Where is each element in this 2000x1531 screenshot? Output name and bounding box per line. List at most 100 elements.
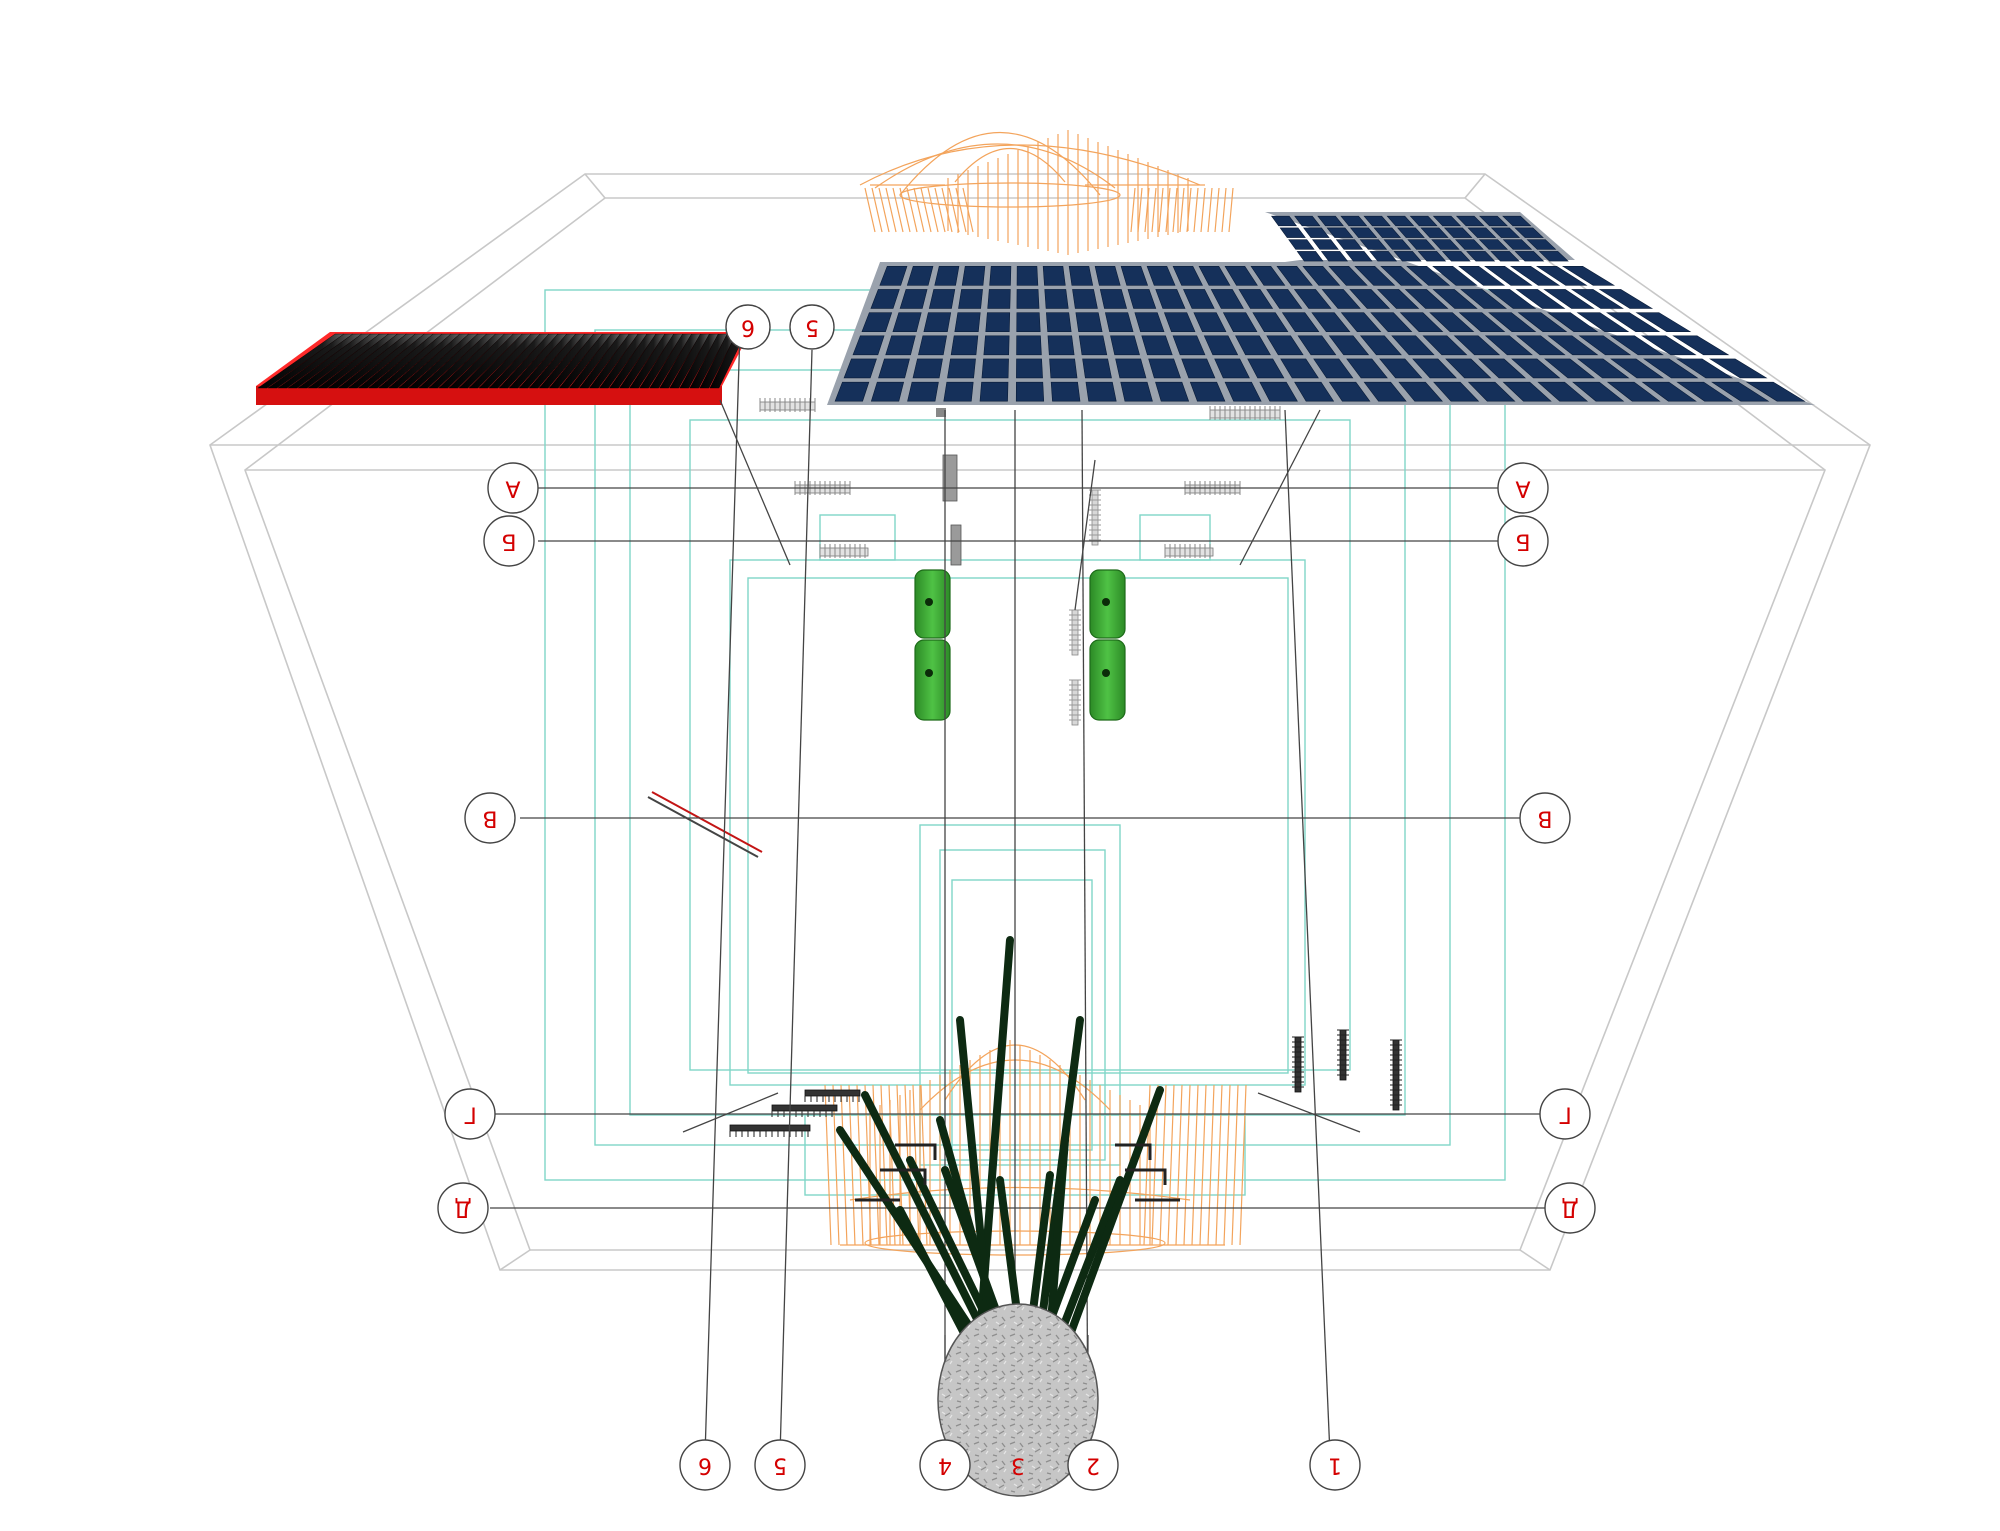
plant-stalk <box>1046 1136 1069 1339</box>
water-tanks <box>914 569 1126 721</box>
solar-cell <box>843 358 877 379</box>
solar-cell <box>1453 335 1501 356</box>
horizontal-rack <box>804 1089 861 1102</box>
solar-cell <box>1340 215 1368 227</box>
solar-cell <box>1350 227 1378 238</box>
solar-cell <box>1396 227 1425 238</box>
vertical-rack <box>1069 609 1081 656</box>
callout-label: 1 <box>1328 1453 1342 1478</box>
vertical-rack <box>1390 1039 1402 1111</box>
heat-collector <box>256 332 750 405</box>
solar-cell <box>1183 289 1215 309</box>
solar-cell <box>1252 312 1289 332</box>
solar-cell <box>1082 358 1112 379</box>
solar-cell <box>870 289 900 309</box>
solar-cell <box>1429 312 1475 332</box>
solar-cell <box>983 335 1010 356</box>
leader-line-tank <box>1074 459 1096 611</box>
solar-cell <box>1606 381 1661 402</box>
solar-cell <box>1709 358 1768 379</box>
solar-cell <box>1570 289 1624 309</box>
solar-cell <box>1373 227 1402 238</box>
solar-cell <box>878 358 910 379</box>
callout-1-bottom: 1 <box>1309 1439 1361 1491</box>
solar-cell <box>923 312 952 332</box>
inner-outline-5 <box>729 559 1306 1086</box>
solar-cell <box>1163 312 1196 332</box>
solar-cell <box>1354 266 1396 286</box>
solar-cell <box>1478 358 1526 379</box>
solar-cell <box>1379 358 1423 379</box>
solar-cell <box>1335 239 1364 250</box>
inner-outline-4 <box>689 419 1351 1071</box>
solar-cell <box>1172 266 1203 286</box>
callout-label: 4 <box>938 1453 952 1478</box>
solar-cell <box>1538 251 1569 262</box>
solar-cell <box>1454 239 1484 250</box>
solar-cell <box>1078 335 1108 356</box>
solar-cell <box>1643 358 1699 379</box>
solar-cell <box>1422 335 1468 356</box>
solar-cell <box>1369 251 1398 262</box>
callout-B-left: Б <box>483 515 535 567</box>
leader-line-g-left <box>682 1092 779 1133</box>
solar-cell <box>912 358 943 379</box>
solar-cell <box>1359 239 1388 250</box>
inner-outline-3 <box>629 369 1406 1116</box>
solar-cell <box>1467 227 1497 238</box>
solar-cell <box>934 266 960 286</box>
solar-cell <box>943 381 974 402</box>
solar-cell <box>1148 358 1181 379</box>
solar-cell <box>1155 289 1186 309</box>
fixtures <box>729 398 1402 1137</box>
callout-label: 6 <box>741 315 755 340</box>
callout-3-bottom: 3 <box>1011 1453 1025 1478</box>
callout-label: 5 <box>773 1453 787 1478</box>
solar-cell <box>950 335 979 356</box>
solar-cell <box>1547 335 1599 356</box>
water-tank-right <box>1089 569 1126 721</box>
solar-cell <box>1478 239 1509 250</box>
solar-cell <box>1271 215 1298 227</box>
callout-label: А <box>505 476 520 501</box>
solar-cell <box>1049 358 1078 379</box>
solar-cell <box>1210 289 1244 309</box>
solar-cell <box>1099 289 1128 309</box>
solar-cell <box>1266 335 1304 356</box>
solar-cell <box>1146 266 1176 286</box>
solar-cell <box>1641 335 1697 356</box>
solar-cell <box>1458 312 1506 332</box>
row-lines <box>490 487 1550 1209</box>
leader-line-g-right <box>1257 1092 1361 1133</box>
callout-G-left: Г <box>444 1088 496 1140</box>
leader-line-5 <box>779 349 813 1456</box>
solar-cell <box>1445 358 1492 379</box>
solar-cell <box>1127 289 1157 309</box>
solar-cell <box>1279 227 1306 238</box>
solar-cell <box>1311 239 1339 250</box>
solar-cell <box>1321 289 1361 309</box>
solar-cell <box>1606 312 1661 332</box>
callout-label: 5 <box>805 315 819 340</box>
solar-cell <box>1120 381 1153 402</box>
solar-cell <box>1576 312 1630 332</box>
callout-5-top: 5 <box>789 304 835 350</box>
callout-6-bottom: 6 <box>679 1439 731 1491</box>
callout-V-left: В <box>464 792 516 844</box>
solar-cell <box>1326 227 1354 238</box>
solar-cell <box>1561 266 1616 286</box>
solar-cell <box>1224 266 1258 286</box>
solar-cell <box>1094 266 1121 286</box>
solar-cell <box>1610 358 1664 379</box>
solar-cell <box>1432 215 1462 227</box>
solar-cell <box>947 358 976 379</box>
leader-lines <box>682 329 1361 1456</box>
solar-cell <box>1313 358 1354 379</box>
vertical-rack <box>1069 679 1081 726</box>
solar-cell <box>870 381 905 402</box>
solar-cell <box>1635 312 1692 332</box>
callout-label: Д <box>1561 1196 1578 1221</box>
solar-cell <box>1181 358 1216 379</box>
plant-stalk <box>1056 1176 1124 1339</box>
solar-cell <box>1016 358 1043 379</box>
